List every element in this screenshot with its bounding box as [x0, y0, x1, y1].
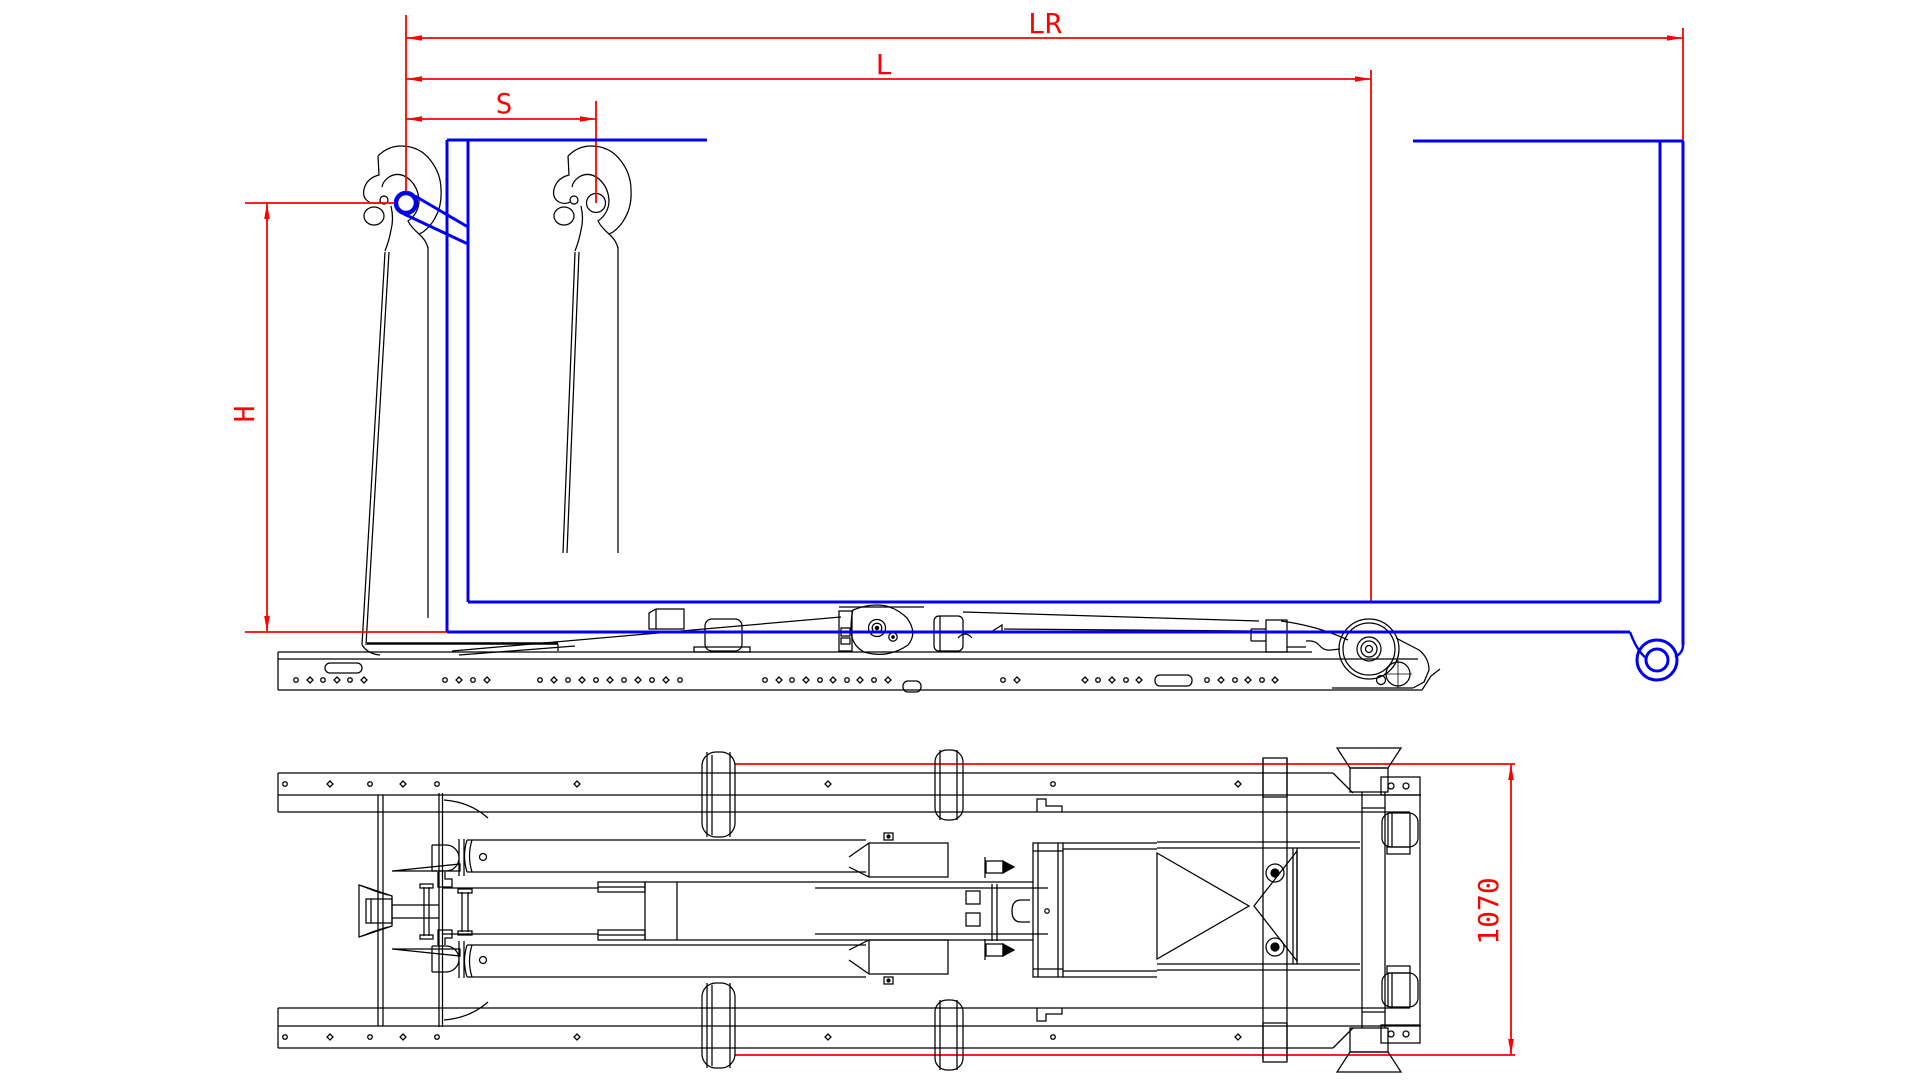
container-outline: [393, 138, 1685, 682]
plan-support-pads: [701, 749, 964, 1071]
articulation-joint: [838, 604, 1260, 655]
plan-view-frame: [277, 747, 1421, 1073]
plan-boom: [442, 842, 1064, 978]
plan-rear-section: [1063, 747, 1421, 1073]
chassis-holes: [293, 676, 1279, 684]
dimensions: LR L S H 1070: [228, 7, 1684, 1056]
container-hook-bar: [393, 190, 470, 246]
dimension-extension-lines: [245, 15, 1684, 1056]
dim-label-l: L: [876, 48, 893, 81]
plan-rails: [277, 772, 1421, 1049]
chassis-rail: [277, 651, 1441, 693]
side-view-frame: [277, 145, 1441, 693]
plan-front-coupling: [358, 793, 489, 1027]
plan-cylinder-bottom: [391, 929, 949, 985]
ghost-hook: [552, 145, 632, 554]
dim-label-lr: LR: [1028, 7, 1062, 40]
dim-label-s: S: [496, 87, 513, 120]
rear-roller-assembly: [1250, 618, 1430, 689]
dim-label-1070: 1070: [1472, 877, 1505, 944]
dim-label-h: H: [228, 406, 261, 423]
container-rear-roller: [1628, 631, 1685, 682]
dimension-arrows: [264, 35, 1683, 1055]
container-walls: [445, 138, 1685, 645]
plan-cylinder-top: [391, 832, 949, 888]
tipping-subframe: [367, 608, 842, 656]
hook-arm: [361, 145, 442, 656]
